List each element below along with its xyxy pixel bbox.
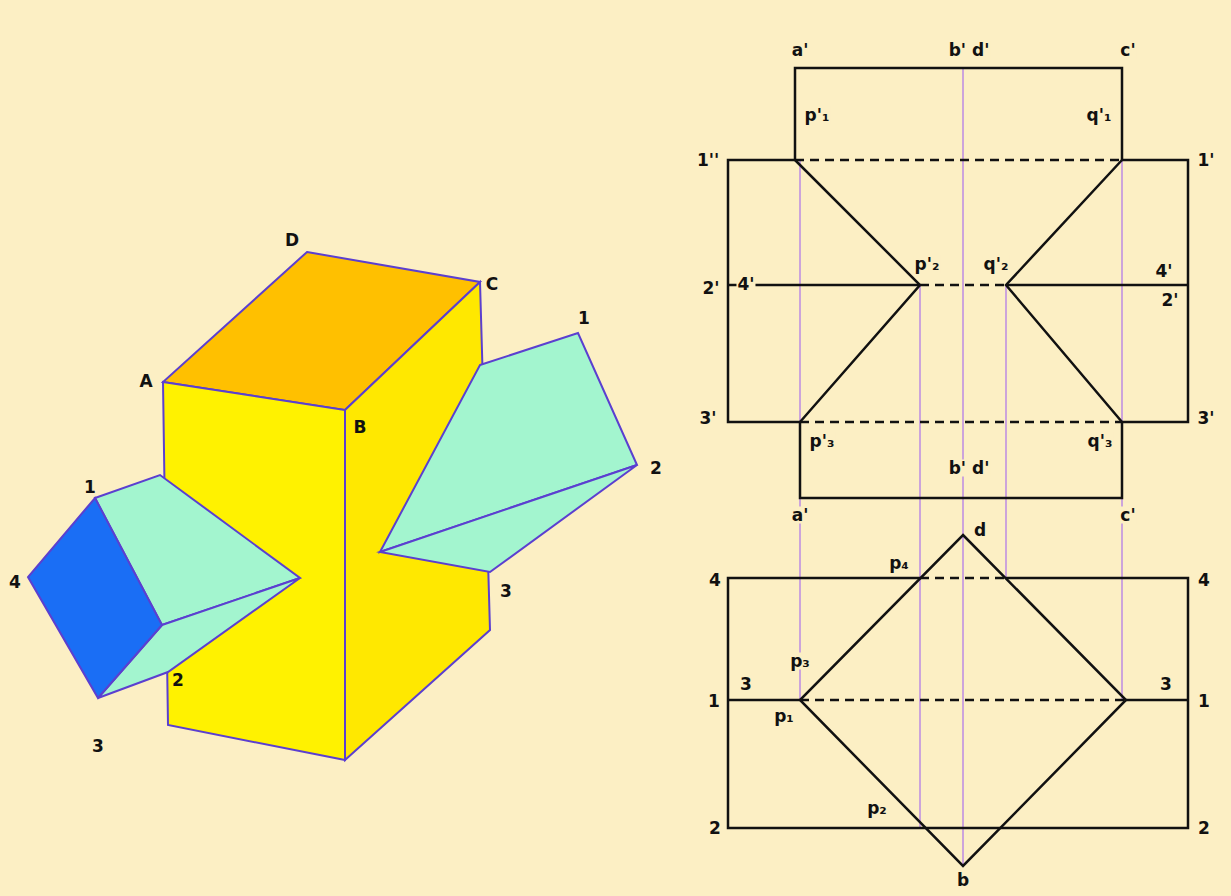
point-label: p₄ bbox=[888, 555, 910, 572]
point-label: 4 bbox=[9, 574, 21, 591]
point-label: B bbox=[354, 419, 367, 436]
point-label: 3' bbox=[698, 410, 717, 427]
hidden-line bbox=[920, 284, 1006, 287]
point-label: q'₂ bbox=[983, 256, 1010, 273]
prism-end-face bbox=[28, 498, 162, 698]
point-label: 4 bbox=[1197, 572, 1211, 589]
point-label: 4 bbox=[708, 572, 722, 589]
point-label: 2 bbox=[708, 820, 722, 837]
outline bbox=[1006, 284, 1188, 287]
point-label: p'₁ bbox=[804, 107, 831, 124]
point-label: A bbox=[139, 373, 152, 390]
point-label: d bbox=[973, 522, 987, 539]
point-label: D bbox=[285, 232, 299, 249]
point-label: 3 bbox=[739, 676, 753, 693]
point-label: 2' bbox=[701, 280, 720, 297]
point-label: 2 bbox=[172, 672, 184, 689]
point-label: p'₃ bbox=[809, 433, 836, 450]
point-label: 3 bbox=[1159, 676, 1173, 693]
point-label: p'₂ bbox=[914, 256, 941, 273]
prism-face bbox=[380, 465, 637, 572]
outline bbox=[728, 578, 1188, 828]
prism-section bbox=[800, 535, 1126, 866]
outline bbox=[728, 699, 800, 702]
point-label: 1' bbox=[1196, 152, 1215, 169]
point-label: 1 bbox=[707, 693, 721, 710]
point-label: p₁ bbox=[773, 708, 795, 725]
outline bbox=[728, 160, 800, 422]
point-label: 4' bbox=[736, 276, 755, 293]
hidden-line bbox=[795, 159, 1122, 162]
projector-line bbox=[919, 285, 920, 828]
point-label: b bbox=[956, 872, 970, 889]
outline bbox=[1126, 699, 1188, 702]
point-label: b' d' bbox=[948, 42, 991, 59]
point-label: p₃ bbox=[789, 653, 811, 670]
intersection-line bbox=[1006, 160, 1122, 422]
hidden-line bbox=[920, 577, 1006, 580]
outline bbox=[795, 68, 1122, 160]
point-label: 4' bbox=[1154, 263, 1173, 280]
point-label: 2 bbox=[1197, 820, 1211, 837]
point-label: q'₃ bbox=[1087, 433, 1114, 450]
point-label: c' bbox=[1119, 42, 1136, 59]
hidden-line bbox=[800, 421, 1122, 424]
point-label: 1 bbox=[578, 310, 590, 327]
point-label: C bbox=[486, 276, 498, 293]
hidden-line bbox=[800, 699, 1126, 702]
outline bbox=[728, 284, 920, 287]
point-label: 1 bbox=[1197, 693, 1211, 710]
point-label: q'₁ bbox=[1086, 107, 1113, 124]
point-label: 3 bbox=[500, 583, 512, 600]
intersection-line bbox=[795, 160, 920, 422]
outline bbox=[1122, 160, 1188, 422]
point-label: a' bbox=[791, 507, 810, 524]
point-label: 3' bbox=[1196, 410, 1215, 427]
point-label: c' bbox=[1119, 507, 1136, 524]
outline bbox=[800, 422, 1122, 498]
point-label: 1 bbox=[84, 479, 96, 496]
point-label: 2 bbox=[650, 460, 662, 477]
point-label: b' d' bbox=[948, 460, 991, 477]
point-label: p₂ bbox=[866, 800, 888, 817]
point-label: a' bbox=[791, 42, 810, 59]
point-label: 1'' bbox=[696, 152, 720, 169]
projector-line bbox=[1005, 285, 1006, 578]
point-label: 3 bbox=[92, 738, 104, 755]
point-label: 2' bbox=[1160, 292, 1179, 309]
